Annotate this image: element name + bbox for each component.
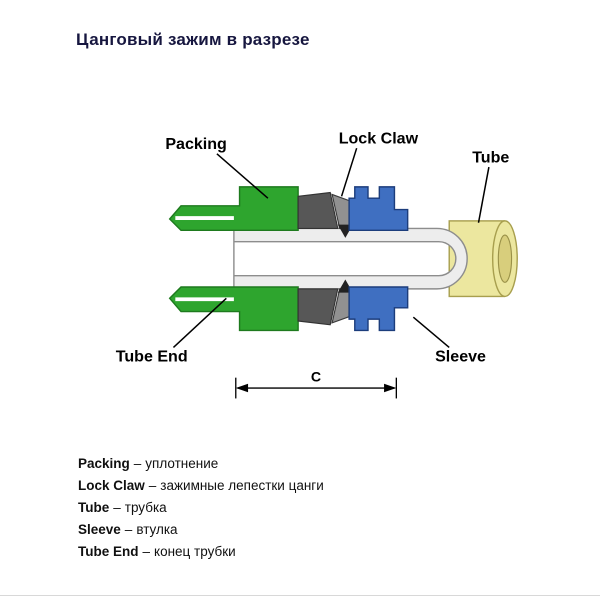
packing-bottom	[297, 288, 339, 326]
dimension-arrow-right	[384, 383, 397, 393]
lock-claw-leader-line	[340, 147, 358, 197]
dimension-arrow-left	[235, 383, 249, 393]
legend-term: Packing	[78, 456, 130, 471]
legend-description: конец трубки	[154, 544, 236, 559]
lock-claw-label: Lock Claw	[339, 129, 419, 147]
packing-label: Packing	[165, 135, 227, 153]
page-title: Цанговый зажим в разрезе	[76, 30, 310, 49]
legend-description: зажимные лепестки цанги	[160, 478, 324, 493]
legend-description: трубка	[124, 500, 167, 515]
sleeve-leader-line	[412, 316, 450, 349]
legend-term: Tube End	[78, 544, 139, 559]
legend-item: Tube End–конец трубки	[78, 544, 324, 559]
bottom-divider	[0, 595, 600, 596]
fitting-body-bottom	[168, 286, 299, 332]
packing-leader-line	[216, 153, 269, 199]
legend-term: Tube	[78, 500, 110, 515]
legend-separator: –	[124, 522, 133, 537]
tube-end-leader-line	[172, 297, 227, 348]
legend: Packing–уплотнение Lock Claw–зажимные ле…	[78, 456, 324, 566]
legend-term: Lock Claw	[78, 478, 145, 493]
tube-label: Tube	[472, 148, 509, 166]
packing-top	[297, 191, 339, 230]
tube-support-sleeve	[233, 227, 468, 290]
legend-description: втулка	[136, 522, 178, 537]
legend-item: Sleeve–втулка	[78, 522, 324, 537]
legend-description: уплотнение	[145, 456, 219, 471]
legend-separator: –	[113, 500, 121, 515]
tube-end-label: Tube End	[116, 348, 188, 366]
legend-item: Packing–уплотнение	[78, 456, 324, 471]
legend-separator: –	[142, 544, 151, 559]
tube-bore-opening	[497, 234, 513, 283]
dimension-label: C	[311, 369, 321, 385]
legend-term: Sleeve	[78, 522, 121, 537]
legend-separator: –	[133, 456, 142, 471]
fitting-body-top	[168, 186, 299, 232]
tube-leader-line	[477, 166, 490, 223]
sleeve-top	[348, 186, 409, 232]
legend-item: Lock Claw–зажимные лепестки цанги	[78, 478, 324, 493]
legend-item: Tube–трубка	[78, 500, 324, 515]
sleeve-label: Sleeve	[435, 348, 486, 366]
sleeve-bottom	[348, 286, 409, 332]
fitting-cross-section-diagram: Packing Lock Claw Tube Tube End Sleeve C	[116, 129, 518, 399]
legend-separator: –	[148, 478, 157, 493]
